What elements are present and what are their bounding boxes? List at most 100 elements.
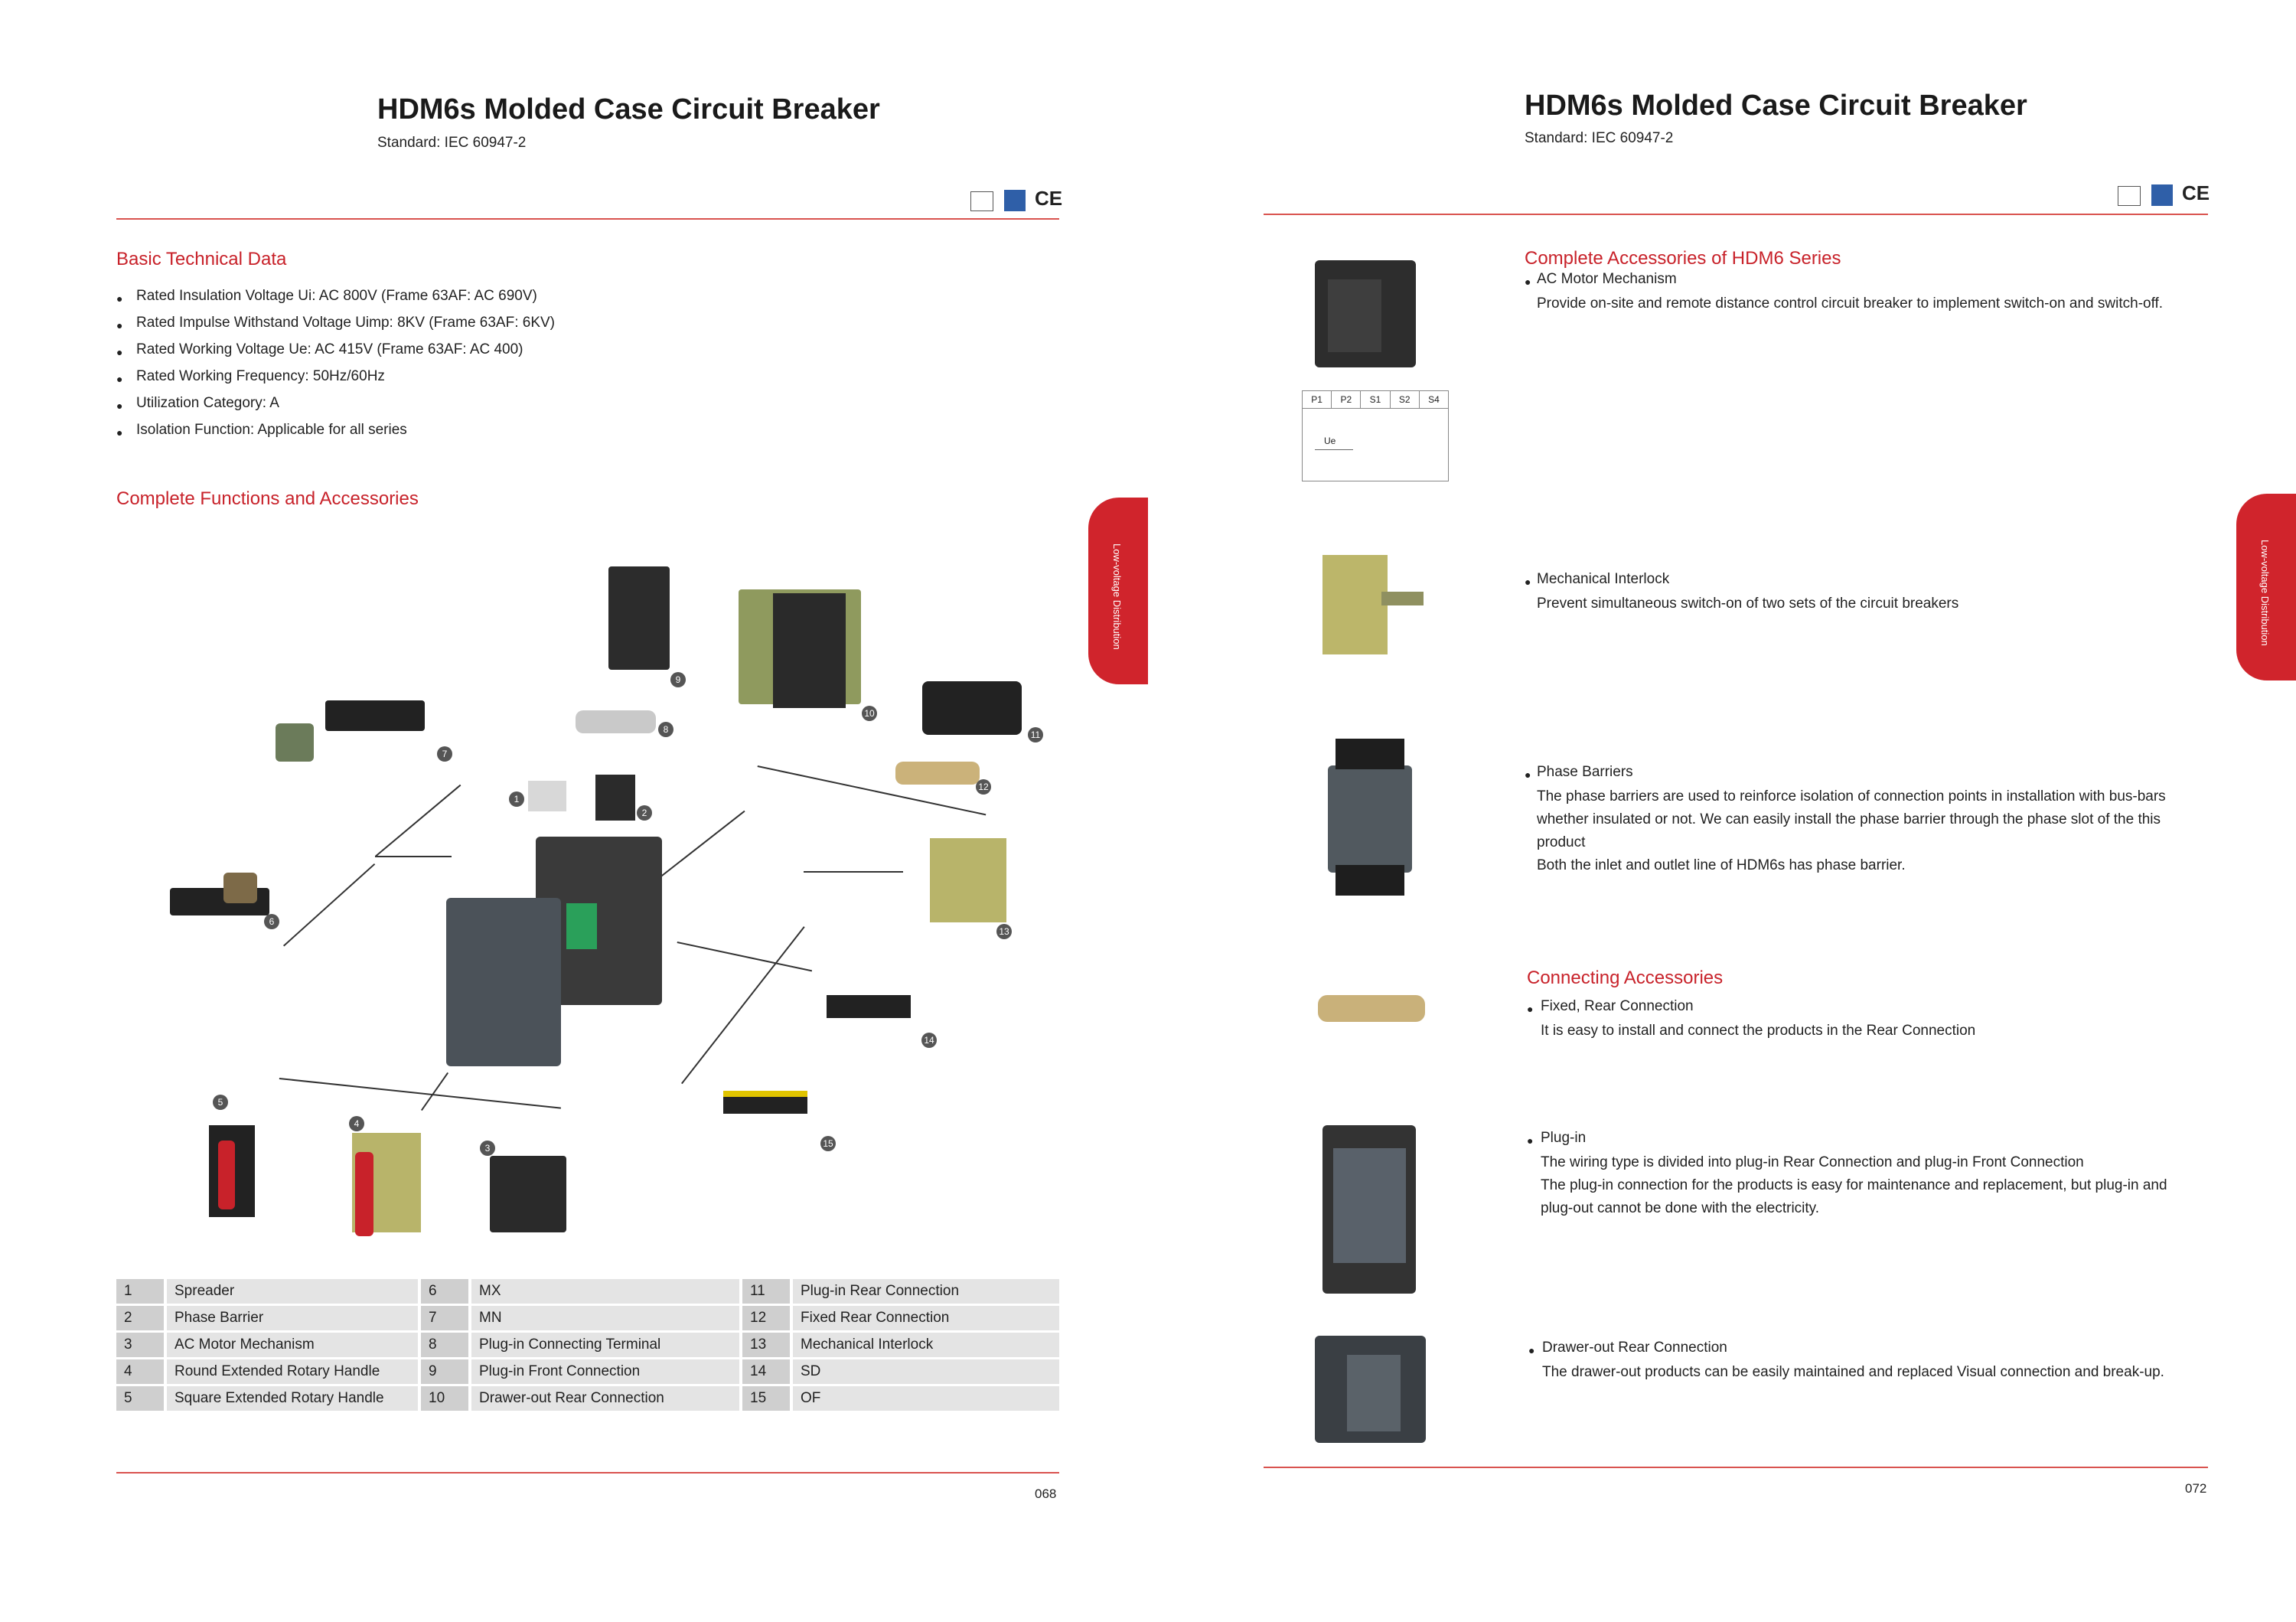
accessory-name: Mechanical Interlock: [1525, 569, 1958, 596]
drawer-out-terminals: [773, 593, 846, 708]
table-cell: 2: [116, 1306, 164, 1330]
side-tab-label: Low-voltage Distribution: [2259, 540, 2271, 646]
callout-8: 8: [658, 722, 673, 737]
kema-mark-icon: [970, 191, 993, 211]
leader-line: [375, 856, 452, 857]
phase-barriers-top: [1336, 739, 1404, 769]
mx-coil: [223, 873, 257, 903]
list-item: Rated Working Frequency: 50Hz/60Hz: [116, 366, 555, 393]
terminal-label: S2: [1391, 391, 1420, 408]
table-cell: MX: [471, 1279, 739, 1304]
callout-13: 13: [996, 924, 1012, 939]
connecting-heading: Connecting Accessories: [1527, 968, 1724, 988]
accessory-name: AC Motor Mechanism: [1525, 269, 2163, 295]
leader-line: [804, 871, 903, 873]
table-cell: 15: [742, 1386, 790, 1411]
mn-coil: [276, 723, 314, 762]
table-cell: 4: [116, 1359, 164, 1384]
leader-line: [681, 926, 805, 1085]
table-cell: 12: [742, 1306, 790, 1330]
ac-motor-mechanism-face: [1328, 279, 1381, 352]
table-cell: AC Motor Mechanism: [167, 1333, 418, 1357]
side-tab-label: Low-voltage Distribution: [1111, 543, 1123, 650]
basic-data-list: Rated Insulation Voltage Ui: AC 800V (Fr…: [116, 286, 555, 446]
diagram-ue-label: Ue: [1324, 436, 1336, 446]
table-cell: SD: [793, 1359, 1059, 1384]
parts-table: 1 Spreader 6 MX 11 Plug-in Rear Connecti…: [113, 1277, 1062, 1413]
fixed-rear-connection: [895, 762, 980, 785]
table-cell: MN: [471, 1306, 739, 1330]
list-item: Isolation Function: Applicable for all s…: [116, 419, 555, 446]
accessory-desc: Prevent simultaneous switch-on of two se…: [1537, 596, 1959, 612]
table-cell: Square Extended Rotary Handle: [167, 1386, 418, 1411]
leader-line: [660, 810, 745, 878]
terminal-label: S4: [1428, 394, 1440, 405]
plug-in-rear-connection: [922, 681, 1022, 735]
ac-motor-mechanism-small: [490, 1156, 566, 1232]
callout-5: 5: [213, 1095, 228, 1110]
accessory-phase-barriers: Phase Barriers The phase barriers are us…: [1525, 762, 2166, 877]
table-row: 1 Spreader 6 MX 11 Plug-in Rear Connecti…: [116, 1279, 1059, 1304]
breaker-main: [446, 898, 561, 1066]
mn-accessory: [325, 700, 425, 731]
list-item: Utilization Category: A: [116, 393, 555, 419]
table-cell: Plug-in Front Connection: [471, 1359, 739, 1384]
table-cell: Drawer-out Rear Connection: [471, 1386, 739, 1411]
table-cell: 3: [116, 1333, 164, 1357]
mechanical-interlock-bar: [1381, 592, 1424, 605]
accessory-desc: product: [1537, 834, 1586, 850]
leader-line: [375, 784, 461, 857]
table-cell: Mechanical Interlock: [793, 1333, 1059, 1357]
left-footer-rule: [116, 1472, 1059, 1474]
left-standard: Standard: IEC 60947-2: [377, 135, 527, 151]
accessory-mechanical-interlock: Mechanical Interlock Prevent simultaneou…: [1525, 569, 1958, 615]
round-handle-red: [355, 1152, 373, 1236]
accessory-desc: Provide on-site and remote distance cont…: [1537, 295, 2164, 312]
leader-line: [283, 863, 376, 947]
plug-in-front-connection: [608, 566, 670, 670]
left-page-title: HDM6s Molded Case Circuit Breaker: [377, 93, 880, 126]
terminal-label: P2: [1332, 391, 1362, 408]
table-cell: 11: [742, 1279, 790, 1304]
accessories-heading: Complete Accessories of HDM6 Series: [1525, 248, 1841, 269]
right-footer-rule: [1264, 1467, 2208, 1468]
accessory-name: Phase Barriers: [1525, 762, 2166, 788]
accessory-name: Fixed, Rear Connection: [1527, 996, 1975, 1023]
sd-accessory: [827, 995, 911, 1018]
breaker-internal-green: [566, 903, 597, 949]
right-header-rule: [1264, 214, 2208, 215]
side-tab-left: Low-voltage Distribution: [1088, 498, 1148, 684]
table-cell: 6: [421, 1279, 468, 1304]
table-row: 5 Square Extended Rotary Handle 10 Drawe…: [116, 1386, 1059, 1411]
phase-barriers-bottom: [1336, 865, 1404, 896]
list-item: Rated Insulation Voltage Ui: AC 800V (Fr…: [116, 286, 555, 312]
right-standard: Standard: IEC 60947-2: [1525, 130, 1674, 146]
accessory-name: Plug-in: [1527, 1128, 2167, 1154]
table-row: 2 Phase Barrier 7 MN 12 Fixed Rear Conne…: [116, 1306, 1059, 1330]
list-item: Rated Impulse Withstand Voltage Uimp: 8K…: [116, 312, 555, 339]
accessory-desc: Both the inlet and outlet line of HDM6s …: [1537, 857, 1906, 873]
callout-4: 4: [349, 1116, 364, 1131]
accessory-desc: plug-out cannot be done with the electri…: [1541, 1200, 1820, 1216]
callout-3: 3: [480, 1141, 495, 1156]
tuv-mark-icon: [2151, 184, 2173, 206]
ce-mark-icon: CE: [2182, 181, 2210, 204]
accessory-desc: The drawer-out products can be easily ma…: [1542, 1364, 2164, 1380]
callout-2: 2: [637, 805, 652, 821]
list-item: Rated Working Voltage Ue: AC 415V (Frame…: [116, 339, 555, 366]
accessory-desc: The plug-in connection for the products …: [1541, 1177, 2167, 1193]
callout-12: 12: [976, 779, 991, 795]
left-page-number: 068: [1035, 1487, 1057, 1501]
wiring-diagram: P1 P2 S1 S2 S4 Ue: [1302, 390, 1449, 481]
spreader: [528, 781, 566, 811]
callout-7: 7: [437, 746, 452, 762]
tuv-mark-icon: [1004, 190, 1026, 211]
accessory-desc: It is easy to install and connect the pr…: [1541, 1023, 1976, 1039]
functions-heading: Complete Functions and Accessories: [116, 488, 419, 509]
callout-14: 14: [921, 1033, 937, 1048]
plug-in-terminals: [576, 710, 656, 733]
table-cell: 14: [742, 1359, 790, 1384]
accessory-drawer-out: Drawer-out Rear Connection The drawer-ou…: [1528, 1337, 2164, 1384]
right-page-title: HDM6s Molded Case Circuit Breaker: [1525, 90, 2027, 122]
callout-9: 9: [670, 672, 686, 687]
